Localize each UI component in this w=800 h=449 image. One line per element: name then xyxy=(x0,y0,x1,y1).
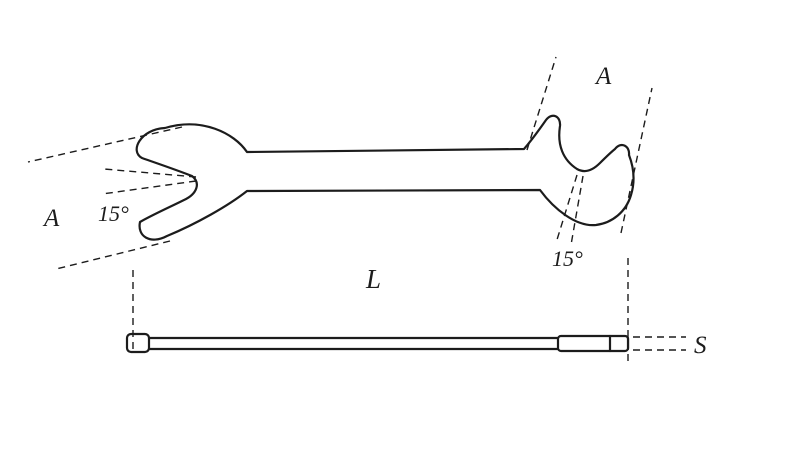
dimension-lines-group xyxy=(27,56,686,363)
label-right-opening: A xyxy=(594,63,612,90)
left-jaw-lower-face-extension-line xyxy=(55,240,171,270)
label-left-opening: A xyxy=(42,205,60,232)
label-left-angle: 15° xyxy=(98,201,129,226)
solid-outline-group xyxy=(125,114,635,354)
label-thickness: S xyxy=(694,332,707,359)
right-jaw-right-face-extension-line xyxy=(620,87,653,234)
side-view-left-head xyxy=(125,332,151,354)
left-jaw-upper-face-extension-line xyxy=(27,126,183,163)
wrench-top-view-outline xyxy=(135,114,635,241)
label-length: L xyxy=(365,264,381,294)
label-right-angle: 15° xyxy=(552,246,583,271)
left-jaw-angle-line-upper xyxy=(103,168,197,178)
dimension-labels-group: A 15° A 15° L S xyxy=(42,63,707,359)
side-view-right-head xyxy=(556,334,630,353)
right-jaw-left-face-extension-line xyxy=(526,56,557,151)
side-view-body xyxy=(126,336,630,351)
left-jaw-angle-line-lower xyxy=(101,180,197,195)
